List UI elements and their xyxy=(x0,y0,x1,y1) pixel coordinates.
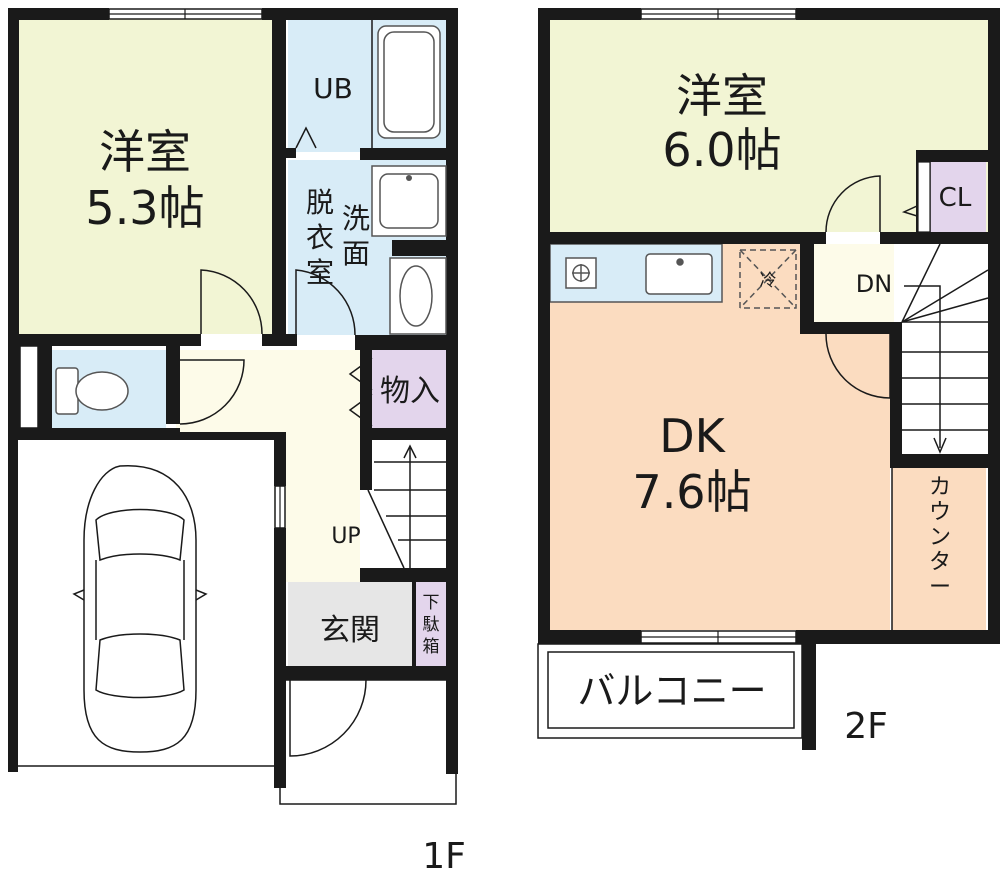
door-swing-toilet xyxy=(179,359,245,425)
room-name-closet: CL xyxy=(939,183,972,213)
door-closet-panel xyxy=(917,161,931,233)
wall xyxy=(38,344,52,430)
wall xyxy=(890,322,902,468)
fridge-label: 冷 xyxy=(760,271,777,291)
room-name-bath: UB xyxy=(313,72,353,105)
wall xyxy=(8,334,20,436)
wall xyxy=(360,148,450,160)
floor-label-1f: 1F xyxy=(422,836,466,877)
floor-label-2f: 2F xyxy=(844,706,888,747)
room-landing-2f xyxy=(814,244,894,322)
stairs-2f-lines xyxy=(901,243,989,454)
room-name-dk: DK xyxy=(659,409,726,463)
room-name-washroom-a: 脱衣室 xyxy=(306,186,334,289)
wall xyxy=(988,8,1000,644)
wall xyxy=(538,630,641,644)
wall xyxy=(272,8,286,344)
fridge-icon xyxy=(739,249,797,309)
wall xyxy=(360,568,448,582)
room-name-washroom-b: 洗面 xyxy=(342,202,370,270)
room-western-5-3 xyxy=(18,18,272,334)
washing-machine-dot-icon xyxy=(406,175,412,181)
wall xyxy=(538,8,641,20)
wall xyxy=(796,630,1000,644)
door-swing-entrance xyxy=(289,679,367,757)
wall xyxy=(282,666,458,680)
wall xyxy=(166,344,180,424)
floor-2f: 洋室 6.0帖 CL DK 7.6帖 DN 冷 カウンター バルコニー 2F xyxy=(537,8,1000,750)
wall xyxy=(880,232,1000,244)
toilet-icon xyxy=(55,367,129,415)
wall xyxy=(286,148,296,158)
wall xyxy=(800,244,814,334)
room-size-western-2f: 6.0帖 xyxy=(662,123,781,177)
wall xyxy=(446,8,458,774)
room-western-6-0 xyxy=(550,20,988,232)
wall xyxy=(8,436,18,772)
window-1f-room xyxy=(108,8,263,20)
room-name-storage-1f: 物入 xyxy=(380,374,440,409)
washing-machine-drum-icon xyxy=(379,173,439,229)
door-swing-bath xyxy=(295,126,317,149)
wall xyxy=(916,150,1000,162)
wall xyxy=(180,432,286,440)
room-name-balcony: バルコニー xyxy=(577,669,766,713)
car-icon xyxy=(72,465,208,753)
room-storage-1f xyxy=(372,350,448,428)
sink-icon xyxy=(645,253,713,295)
room-name-entrance: 玄関 xyxy=(320,613,380,648)
room-entrance xyxy=(288,582,416,666)
stairs-label-dn: DN xyxy=(856,270,892,298)
wall xyxy=(8,8,109,20)
balcony-outline xyxy=(537,643,803,739)
room-closet xyxy=(930,160,986,232)
wall xyxy=(262,8,456,20)
room-stairs-2f xyxy=(894,244,988,454)
room-name-western-2f: 洋室 xyxy=(676,69,768,123)
wall xyxy=(360,350,372,490)
window-2f-room xyxy=(640,8,797,20)
room-name-western-1f: 洋室 xyxy=(99,125,191,179)
room-size-western-1f: 5.3帖 xyxy=(85,181,204,235)
entrance-porch xyxy=(279,679,457,805)
room-shoe-box xyxy=(416,582,448,666)
window-1f-side xyxy=(19,345,39,429)
wall xyxy=(274,432,286,486)
stove-icon xyxy=(565,257,597,289)
wall xyxy=(538,8,550,644)
stairs-1f-lines xyxy=(367,444,446,569)
room-name-counter: カウンター xyxy=(929,475,951,600)
window-1f-hall xyxy=(274,485,286,529)
wall xyxy=(8,334,201,346)
door-storage-fold xyxy=(348,357,373,427)
wall xyxy=(814,322,890,334)
floor-1f: 洋室 5.3帖 UB 脱衣室 洗面 物入 UP 玄関 下駄箱 1F xyxy=(8,8,466,877)
wall xyxy=(890,454,1000,468)
bathtub-inner-icon xyxy=(383,31,435,133)
wall xyxy=(8,428,180,440)
washbasin-bowl-icon xyxy=(399,265,433,327)
wall xyxy=(392,240,450,256)
window-2f-balcony xyxy=(640,630,797,644)
wall xyxy=(412,582,416,666)
room-size-dk: 7.6帖 xyxy=(632,465,751,519)
wall xyxy=(8,8,19,344)
wall xyxy=(274,528,286,788)
wall xyxy=(796,8,1000,20)
door-swing-landing xyxy=(825,333,891,399)
room-counter xyxy=(892,468,986,630)
wall xyxy=(355,335,450,350)
door-swing-washroom xyxy=(295,269,356,336)
door-swing-room xyxy=(200,269,263,335)
wall xyxy=(802,630,816,750)
door-swing-room-2f xyxy=(825,175,881,233)
stairs-label-up: UP xyxy=(331,524,360,549)
wall xyxy=(360,428,448,440)
wall xyxy=(538,232,826,244)
balcony-inner xyxy=(547,651,795,729)
room-name-shoe-box: 下駄箱 xyxy=(423,593,440,657)
